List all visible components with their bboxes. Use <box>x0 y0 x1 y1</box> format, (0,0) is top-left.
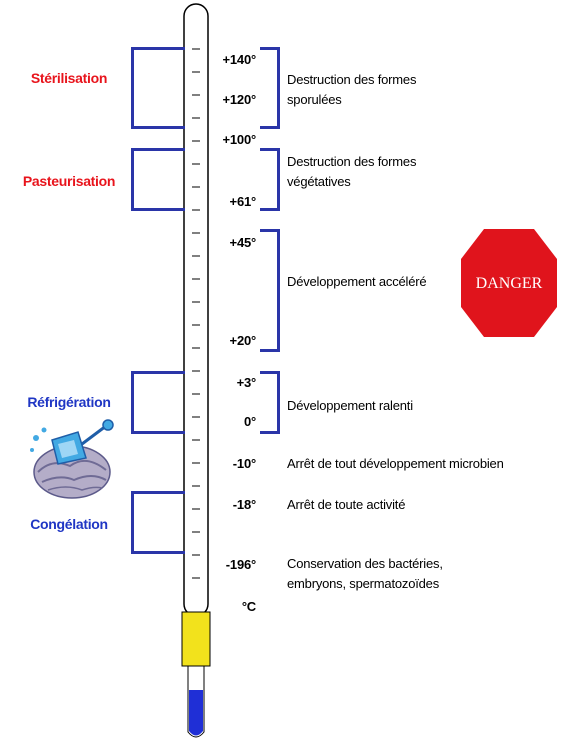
bracket-accelerated <box>260 229 280 352</box>
desc-vegetatives: Destruction des formes végétatives <box>287 152 416 192</box>
desc-spores-line1: Destruction des formes <box>287 72 417 87</box>
bracket-congelation <box>131 491 185 554</box>
danger-label: DANGER <box>476 275 543 292</box>
temp-unit: °C <box>241 599 256 614</box>
label-refrigeration: Réfrigération <box>27 394 111 410</box>
thermometer-yellow-band <box>181 611 211 667</box>
desc-conservation-line1: Conservation des bactéries, <box>287 556 443 571</box>
temp-45: +45° <box>229 235 257 250</box>
temp-20: +20° <box>229 333 257 348</box>
desc-vegetatives-line2: végétatives <box>287 174 351 189</box>
label-pasteurisation: Pasteurisation <box>22 173 116 189</box>
bracket-pasteurisation <box>131 148 185 211</box>
temp-3: +3° <box>236 375 257 390</box>
temp-100: +100° <box>222 132 257 147</box>
temp-minus-18: -18° <box>232 497 256 512</box>
temp-120: +120° <box>222 92 257 107</box>
temp-minus-10: -10° <box>232 456 256 471</box>
bracket-spores <box>260 47 280 129</box>
stop-sign-icon: DANGER <box>461 229 557 337</box>
desc-stop-all: Arrêt de toute activité <box>287 497 406 512</box>
bracket-slowed <box>260 371 280 434</box>
bracket-refrigeration <box>131 371 185 434</box>
bracket-vegetatives <box>260 148 280 211</box>
thermometer <box>181 3 211 738</box>
bracket-sterilisation <box>131 47 185 129</box>
thermometer-mercury <box>189 690 203 736</box>
label-sterilisation: Stérilisation <box>30 70 108 86</box>
temp-0: 0° <box>243 414 256 429</box>
desc-stop-microbial: Arrêt de tout développement microbien <box>287 456 504 471</box>
thermometer-tube <box>183 3 209 617</box>
desc-vegetatives-line1: Destruction des formes <box>287 154 417 169</box>
desc-accelerated: Développement accéléré <box>287 274 427 289</box>
label-congelation: Congélation <box>30 516 108 532</box>
desc-spores-line2: sporulées <box>287 92 342 107</box>
desc-conservation-line2: embryons, spermatozoïdes <box>287 576 439 591</box>
desc-conservation: Conservation des bactéries, embryons, sp… <box>287 554 443 594</box>
temp-61: +61° <box>229 194 257 209</box>
refrigerator-icon <box>30 419 114 499</box>
desc-spores: Destruction des formes sporulées <box>287 70 416 110</box>
temp-140: +140° <box>222 52 257 67</box>
temp-minus-196: -196° <box>225 557 256 572</box>
desc-slowed: Développement ralenti <box>287 398 413 413</box>
